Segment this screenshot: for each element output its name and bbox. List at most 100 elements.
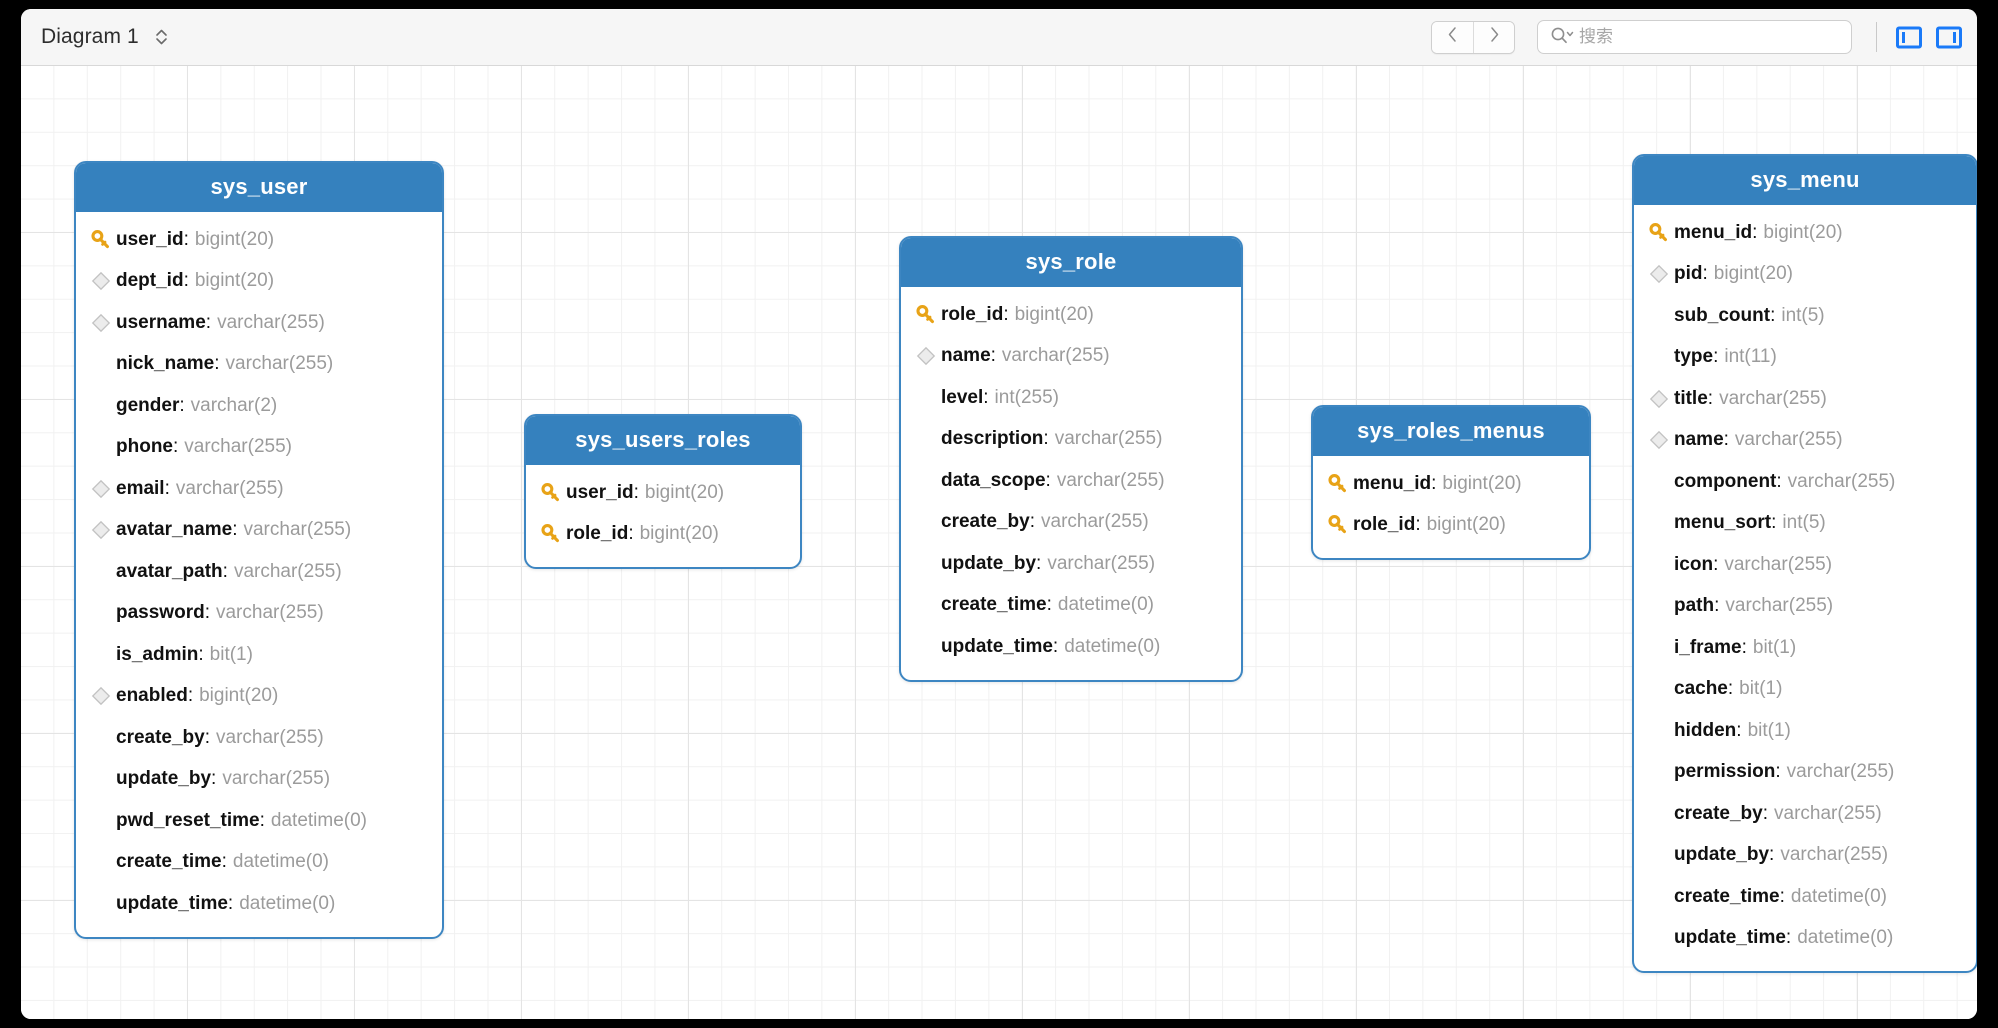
column-name: password: [116, 602, 205, 624]
column-row[interactable]: username:varchar(255): [76, 302, 442, 344]
column-row[interactable]: title:varchar(255): [1634, 378, 1976, 420]
column-row[interactable]: pwd_reset_time:datetime(0): [76, 800, 442, 842]
column-row[interactable]: update_time:datetime(0): [76, 883, 442, 925]
column-type: int(255): [994, 386, 1059, 408]
column-row[interactable]: icon:varchar(255): [1634, 544, 1976, 586]
column-row[interactable]: path:varchar(255): [1634, 586, 1976, 628]
index-diamond-icon: [1644, 389, 1674, 409]
column-row[interactable]: role_id:bigint(20): [526, 514, 800, 556]
search-field[interactable]: 搜索: [1537, 20, 1852, 54]
column-row[interactable]: role_id:bigint(20): [901, 294, 1241, 336]
entity-table-sys_menu[interactable]: sys_menu menu_id:bigint(20)pid:bigint(20)…: [1632, 154, 1977, 973]
column-type: varchar(255): [243, 519, 352, 541]
column-row[interactable]: level:int(255): [901, 377, 1241, 419]
column-row[interactable]: cache:bit(1): [1634, 669, 1976, 711]
column-type: bit(1): [1752, 636, 1797, 658]
column-name: title: [1674, 387, 1708, 409]
search-magnifier-icon[interactable]: [1550, 26, 1575, 49]
column-row[interactable]: update_time:datetime(0): [901, 626, 1241, 668]
column-type: varchar(255): [1787, 470, 1896, 492]
column-row[interactable]: phone:varchar(255): [76, 427, 442, 469]
column-row[interactable]: update_by:varchar(255): [76, 759, 442, 801]
column-row[interactable]: create_by:varchar(255): [1634, 793, 1976, 835]
search-input[interactable]: 搜索: [1579, 27, 1613, 46]
column-row[interactable]: create_time:datetime(0): [76, 842, 442, 884]
column-type: bit(1): [1747, 719, 1791, 741]
column-row[interactable]: data_scope:varchar(255): [901, 460, 1241, 502]
column-row[interactable]: user_id:bigint(20): [76, 219, 442, 261]
column-name: pid: [1674, 263, 1703, 285]
entity-title: sys_menu: [1634, 156, 1976, 205]
column-row[interactable]: name:varchar(255): [901, 336, 1241, 378]
column-row[interactable]: role_id:bigint(20): [1313, 505, 1589, 547]
column-separator: :: [1736, 719, 1742, 741]
column-separator: :: [983, 386, 989, 408]
column-row[interactable]: create_time:datetime(0): [1634, 876, 1976, 918]
column-name: create_by: [1674, 802, 1763, 824]
column-name: email: [116, 477, 165, 499]
column-name: menu_sort: [1674, 512, 1772, 534]
column-type: varchar(255): [1047, 552, 1156, 574]
column-row[interactable]: avatar_path:varchar(255): [76, 551, 442, 593]
column-row[interactable]: create_by:varchar(255): [901, 502, 1241, 544]
column-type: datetime(0): [270, 809, 368, 831]
column-row[interactable]: enabled:bigint(20): [76, 676, 442, 718]
column-row[interactable]: description:varchar(255): [901, 419, 1241, 461]
column-row[interactable]: email:varchar(255): [76, 468, 442, 510]
column-row[interactable]: menu_id:bigint(20): [1313, 463, 1589, 505]
column-row[interactable]: user_id:bigint(20): [526, 472, 800, 514]
column-type: datetime(0): [239, 892, 336, 914]
column-row[interactable]: menu_sort:int(5): [1634, 503, 1976, 545]
column-row[interactable]: update_by:varchar(255): [901, 543, 1241, 585]
column-name: create_time: [941, 594, 1047, 616]
column-row[interactable]: permission:varchar(255): [1634, 752, 1976, 794]
index-diamond-icon: [86, 271, 116, 291]
column-type: varchar(255): [1786, 761, 1895, 783]
nav-forward-button[interactable]: [1473, 21, 1514, 53]
column-type: varchar(255): [1724, 553, 1833, 575]
column-row[interactable]: create_time:datetime(0): [901, 585, 1241, 627]
column-row[interactable]: create_by:varchar(255): [76, 717, 442, 759]
column-separator: :: [221, 851, 227, 873]
column-row[interactable]: password:varchar(255): [76, 593, 442, 635]
column-separator: :: [1707, 387, 1714, 409]
column-row[interactable]: name:varchar(255): [1634, 420, 1976, 462]
column-separator: :: [1771, 512, 1777, 534]
column-row[interactable]: is_admin:bit(1): [76, 634, 442, 676]
page-title: Diagram 1: [41, 25, 139, 48]
column-type: varchar(255): [222, 768, 331, 790]
column-row[interactable]: pid:bigint(20): [1634, 254, 1976, 296]
column-row[interactable]: i_frame:bit(1): [1634, 627, 1976, 669]
column-type: varchar(255): [1725, 595, 1834, 617]
column-separator: :: [232, 519, 238, 541]
chevron-up-down-icon[interactable]: [153, 26, 170, 48]
index-diamond-icon: [1644, 264, 1674, 284]
column-row[interactable]: nick_name:varchar(255): [76, 344, 442, 386]
column-row[interactable]: update_time:datetime(0): [1634, 918, 1976, 960]
primary-key-icon: [911, 304, 941, 326]
column-separator: :: [204, 602, 210, 624]
column-row[interactable]: menu_id:bigint(20): [1634, 212, 1976, 254]
column-row[interactable]: component:varchar(255): [1634, 461, 1976, 503]
nav-back-button[interactable]: [1432, 21, 1473, 53]
column-type: int(5): [1781, 304, 1825, 326]
column-row[interactable]: hidden:bit(1): [1634, 710, 1976, 752]
column-separator: :: [1752, 221, 1758, 243]
right-sidebar-toggle-icon[interactable]: [1935, 25, 1963, 50]
column-name: update_time: [1674, 927, 1786, 949]
column-row[interactable]: avatar_name:varchar(255): [76, 510, 442, 552]
column-name: type: [1674, 346, 1714, 368]
column-row[interactable]: gender:varchar(2): [76, 385, 442, 427]
column-row[interactable]: type:int(11): [1634, 337, 1976, 379]
column-row[interactable]: update_by:varchar(255): [1634, 835, 1976, 877]
column-row[interactable]: dept_id:bigint(20): [76, 261, 442, 303]
column-name: path: [1674, 595, 1715, 617]
column-name: nick_name: [116, 353, 215, 375]
column-row[interactable]: sub_count:int(5): [1634, 295, 1976, 337]
left-sidebar-toggle-icon[interactable]: [1895, 25, 1923, 50]
